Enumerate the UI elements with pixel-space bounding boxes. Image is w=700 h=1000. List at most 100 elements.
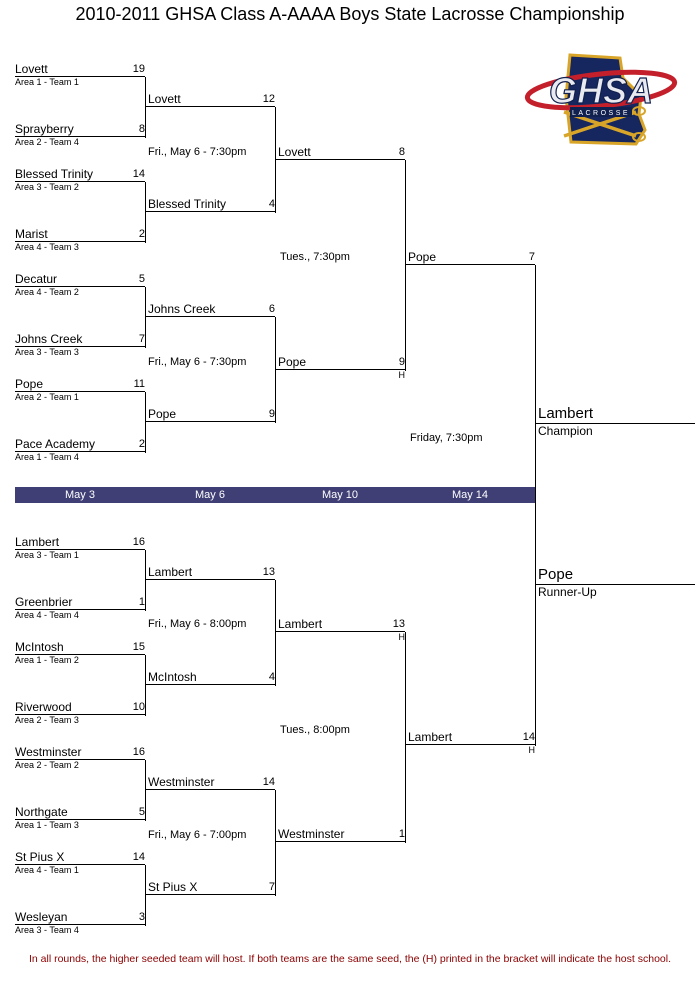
team-seed: 16: [132, 746, 145, 758]
logo-sport-text: LACROSSE: [572, 110, 630, 117]
bracket-connector: [275, 317, 276, 423]
team-score: 13: [262, 566, 275, 578]
team-name: McIntosh: [15, 640, 64, 654]
team-score: 4: [268, 671, 275, 683]
team-name: Westminster: [15, 745, 82, 759]
lacrosse-stick-head-icon: [632, 132, 646, 142]
team-seed: 5: [138, 273, 145, 285]
team-score: 9: [268, 408, 275, 420]
team-slot: Blessed Trinity 4: [145, 197, 275, 212]
team-seed: 14: [132, 851, 145, 863]
team-area-label: Area 4 - Team 2: [15, 287, 79, 297]
team-area-label: Area 1 - Team 1: [15, 77, 79, 87]
team-area-label: Area 1 - Team 2: [15, 655, 79, 665]
team-slot: Westminster 16 Area 2 - Team 2: [15, 745, 145, 771]
team-area-label: Area 3 - Team 2: [15, 182, 79, 192]
team-name: Riverwood: [15, 700, 72, 714]
bracket-connector: [275, 107, 276, 213]
team-name: Sprayberry: [15, 122, 74, 136]
runner-up-block: Pope Runner-Up: [535, 566, 695, 600]
host-marker: H: [398, 370, 406, 380]
match-line: Greenbrier 1: [15, 595, 145, 610]
team-name: Lambert: [278, 617, 323, 631]
team-name: Johns Creek: [15, 332, 83, 346]
bracket-connector: [145, 655, 146, 716]
team-name: Lambert: [408, 730, 453, 744]
team-name: Westminster: [278, 827, 345, 841]
runner-up-name: Pope: [538, 566, 574, 583]
game-time-label: Friday, 7:30pm: [410, 432, 483, 444]
bracket-connector: [145, 760, 146, 821]
team-name: Wesleyan: [15, 910, 68, 924]
team-score: 8: [398, 146, 405, 158]
team-area-label: Area 2 - Team 3: [15, 715, 79, 725]
bracket-connector: [535, 265, 536, 746]
team-name: Decatur: [15, 272, 58, 286]
team-name: Greenbrier: [15, 595, 73, 609]
team-score: 14: [262, 776, 275, 788]
bracket-connector: [145, 550, 146, 611]
team-name: Pace Academy: [15, 437, 96, 451]
team-score: 13: [392, 618, 405, 630]
team-seed: 5: [138, 806, 145, 818]
team-score: 4: [268, 198, 275, 210]
team-name: Westminster: [148, 775, 215, 789]
team-area-label: Area 1 - Team 3: [15, 820, 79, 830]
team-seed: 10: [132, 701, 145, 713]
team-area-label: Area 4 - Team 4: [15, 610, 79, 620]
game-time-label: Fri., May 6 - 7:00pm: [148, 829, 247, 841]
bracket-connector: [145, 77, 146, 138]
team-name: Pope: [278, 355, 307, 369]
match-line: St Pius X 14: [15, 850, 145, 865]
team-score: 7: [528, 251, 535, 263]
team-seed: 15: [132, 641, 145, 653]
match-line: Blessed Trinity 4: [145, 197, 275, 212]
champion-label: Champion: [538, 424, 593, 438]
team-name: Lambert: [15, 535, 60, 549]
game-time-label: Fri., May 6 - 7:30pm: [148, 356, 247, 368]
bracket-connector: [145, 287, 146, 348]
bracket-connector: [405, 160, 406, 371]
date-bar: May 3 May 6 May 10 May 14: [15, 487, 535, 503]
match-line: Lambert 13: [275, 617, 405, 632]
team-area-label: Area 3 - Team 4: [15, 925, 79, 935]
runner-up-label: Runner-Up: [538, 585, 597, 599]
match-line: Decatur 5: [15, 272, 145, 287]
game-time-label: Tues., 8:00pm: [280, 724, 350, 736]
team-name: Pope: [148, 407, 177, 421]
team-area-label: Area 2 - Team 2: [15, 760, 79, 770]
team-name: Lovett: [148, 92, 181, 106]
team-seed: 1: [138, 596, 145, 608]
match-line: Pope 9: [145, 407, 275, 422]
date-label: May 10: [321, 489, 359, 501]
team-name: St Pius X: [15, 850, 65, 864]
team-score: 7: [268, 881, 275, 893]
match-line: McIntosh 15: [15, 640, 145, 655]
champion-name: Lambert: [538, 405, 594, 422]
team-slot: Decatur 5 Area 4 - Team 2: [15, 272, 145, 298]
footer-note: In all rounds, the higher seeded team wi…: [28, 953, 671, 965]
team-name: Blessed Trinity: [148, 197, 227, 211]
